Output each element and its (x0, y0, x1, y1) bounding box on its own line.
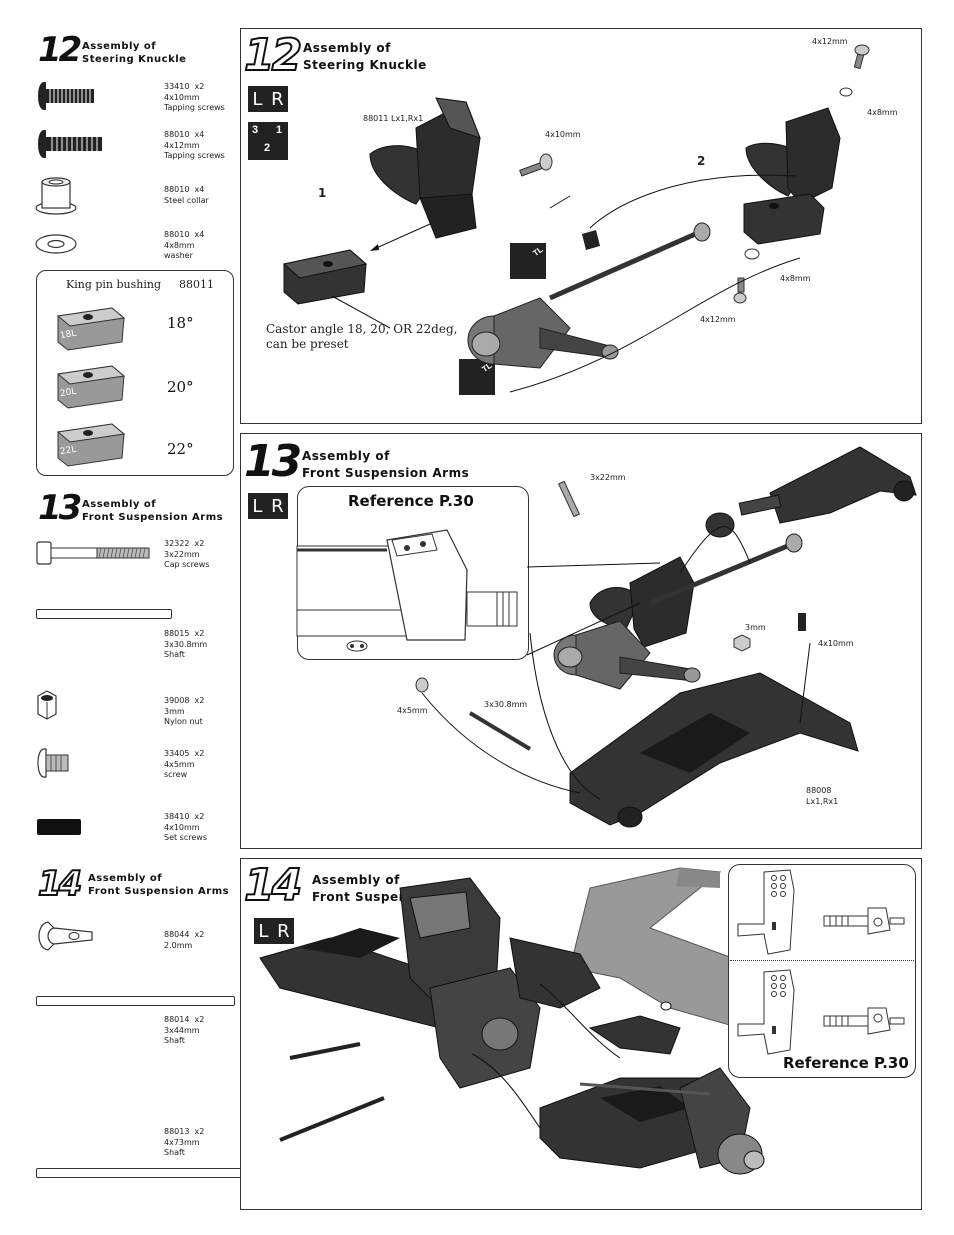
threadlock-icon-2: TL (459, 359, 495, 395)
label-castor-1: Castor angle 18, 20, OR 22deg, (266, 322, 458, 336)
kingpin-bushing-box (36, 270, 234, 476)
kingpin-code: 88011 (179, 278, 214, 291)
step-14-reference-divider (730, 960, 914, 961)
screw-4x5-icon (37, 748, 69, 778)
step-14-number-small: 14 (37, 863, 83, 905)
threadlock-icon-1: TL (510, 243, 546, 279)
label-sub-2: 2 (697, 154, 706, 168)
label-screw-4x5: 4x5mm (397, 706, 428, 715)
step-14-reference-box (728, 864, 916, 1078)
label-screw-4x12-bottom: 4x12mm (700, 315, 736, 324)
step-14-illustration (259, 867, 811, 1175)
part-88010-collar-text: 88010 x4 Steel collar (164, 185, 209, 205)
step-14-title-small: Assembly of Front Suspension Arms (88, 873, 230, 897)
step-13-number-small: 13 (38, 488, 82, 528)
label-arm-part: 88008 (806, 786, 832, 795)
step-14-reference-label: Reference P.30 (783, 1054, 909, 1072)
label-shaft-3x30: 3x30.8mm (484, 700, 528, 709)
e-clip-icon (38, 921, 93, 951)
label-washer-top: 4x8mm (867, 108, 898, 117)
label-arm-lr: Lx1,Rx1 (806, 797, 839, 806)
cap-screw-icon (36, 541, 150, 565)
set-screw-icon (37, 819, 81, 835)
step-13-title-small: Assembly of Front Suspension Arms (82, 499, 224, 523)
label-cap-3x22: 3x22mm (590, 473, 626, 482)
step-13-number: 13 (244, 436, 302, 487)
part-88015-text: 88015 x2 3x30.8mm Shaft (164, 629, 208, 659)
part-88014-text: 88014 x2 3x44mm Shaft (164, 1015, 205, 1045)
part-38410-text: 38410 x2 4x10mm Set screws (164, 812, 207, 842)
part-33405-text: 33405 x2 4x5mm screw (164, 749, 205, 779)
step-12-title-small: Assembly of Steering Knuckle (82, 41, 187, 65)
steel-collar-icon (35, 177, 77, 215)
shaft-3x30-icon (36, 609, 172, 619)
kingpin-label: King pin bushing (66, 278, 161, 291)
part-39008-text: 39008 x2 3mm Nylon nut (164, 696, 205, 726)
step-13-reference-label: Reference P.30 (348, 492, 474, 510)
step-14-number: 14 (243, 859, 303, 912)
step-13-title: Assembly of Front Suspension Arms (302, 449, 470, 480)
part-32322-text: 32322 x2 3x22mm Cap screws (164, 539, 210, 569)
label-castor-2: can be preset (266, 337, 349, 351)
label-knuckle-part: 88011 Lx1,Rx1 (363, 114, 424, 123)
bushing-22-angle: 22° (167, 440, 194, 458)
step-12-order-badge: 3 1 2 (248, 122, 288, 160)
part-88013-text: 88013 x2 4x73mm Shaft (164, 1127, 205, 1157)
step-12-number: 12 (243, 29, 303, 82)
step-13-reference-illustration (296, 529, 518, 652)
step-14-reference-illustration (737, 869, 905, 1055)
label-nut-3: 3mm (745, 623, 766, 632)
part-88010-screw-text: 88010 x4 4x12mm Tapping screws (164, 130, 225, 160)
label-washer-bottom: 4x8mm (780, 274, 811, 283)
bushing-20-icon (56, 365, 126, 409)
tapping-screw-4x10-icon (38, 82, 94, 110)
step-12-illustration (282, 44, 870, 393)
tapping-screw-4x12-icon (38, 130, 102, 158)
washer-icon (35, 234, 77, 254)
step-12-number-small: 12 (38, 30, 82, 70)
bushing-22-icon (56, 423, 126, 467)
part-88010-washer-text: 88010 x4 4x8mm washer (164, 230, 205, 260)
label-screw-4x12-top: 4x12mm (812, 37, 848, 46)
nylon-nut-icon (37, 690, 57, 720)
bushing-18-angle: 18° (167, 314, 194, 332)
label-screw-4x10: 4x10mm (545, 130, 581, 139)
part-33410-text: 33410 x2 4x10mm Tapping screws (164, 82, 225, 112)
label-set-4x10: 4x10mm (818, 639, 854, 648)
label-sub-1: 1 (318, 186, 327, 200)
part-88044-text: 88044 x2 2.0mm (164, 930, 205, 950)
bushing-18-icon (56, 307, 126, 351)
step-13-illustration (415, 446, 917, 828)
step-12-title: Assembly of Steering Knuckle (303, 41, 427, 72)
shaft-3x44-icon (36, 996, 235, 1006)
bushing-20-angle: 20° (167, 378, 194, 396)
